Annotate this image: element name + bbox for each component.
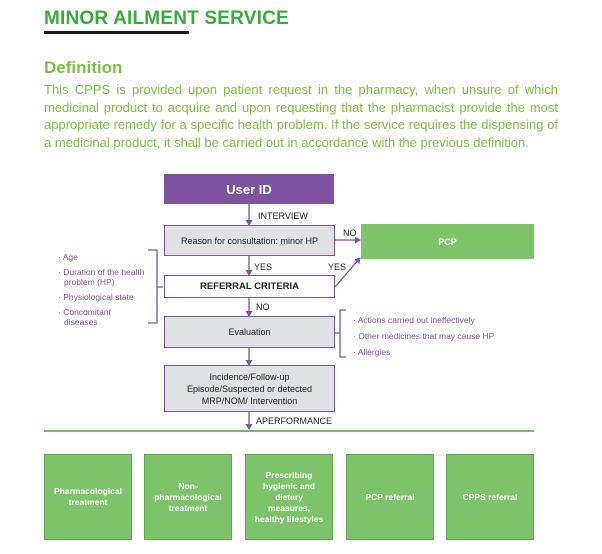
right-criteria-item: · Allergies	[353, 347, 391, 357]
left-criteria-list: · Age · Duration of the health problem (…	[58, 252, 150, 327]
outcome-cpps-referral: CPPS referral	[446, 454, 534, 540]
left-criteria-bracket	[148, 249, 163, 324]
referral-criteria-box: REFERRAL CRITERIA	[164, 275, 335, 298]
section-heading: Definition	[44, 58, 123, 77]
incidence-box: Incidence/Follow-up Episode/Suspected or…	[164, 365, 335, 412]
outcome-non-pharmacological-treatment: Non-pharmacological treatment	[144, 454, 232, 540]
outcome-pcp-referral: PCP referral	[346, 454, 434, 540]
left-criteria-item: · Physiological state	[58, 292, 134, 302]
no-label-evaluation: NO	[256, 302, 270, 312]
performance-label: APERFORMANCE	[256, 416, 333, 426]
arrow-criteria-to-pcp	[334, 257, 361, 288]
user-id-box: User ID	[164, 174, 334, 204]
reason-box: Reason for consultation: minor HP	[164, 225, 335, 256]
outcome-hygienic-dietary-measures: Prescribing hygienic and dietary measure…	[245, 454, 333, 540]
page-title: MINOR AILMENT SERVICE	[44, 8, 289, 29]
right-criteria-list: · Actions carried out ineffectively · Ot…	[353, 315, 543, 357]
yes-label-criteria: YES	[254, 262, 273, 272]
right-criteria-item: · Actions carried out ineffectively	[353, 315, 475, 325]
outcome-pharmacological-treatment: Pharmacological treatment	[44, 454, 132, 540]
definition-paragraph: This CPPS is provided upon patient reque…	[44, 82, 558, 150]
pcp-box: PCP	[361, 224, 534, 259]
no-label-reason: NO	[343, 228, 357, 238]
evaluation-box: Evaluation	[164, 316, 335, 348]
left-criteria-item: · Duration of the health problem (HP)	[58, 267, 145, 287]
yes-label-pcp: YES	[328, 262, 347, 272]
right-criteria-item: · Other medicines that may cause HP	[353, 331, 495, 341]
left-criteria-item: · Concomitant diseases	[58, 307, 111, 327]
interview-label: INTERVIEW	[258, 211, 308, 221]
left-criteria-item: · Age	[58, 252, 78, 262]
title-underline	[44, 31, 189, 34]
right-criteria-bracket	[334, 309, 346, 358]
